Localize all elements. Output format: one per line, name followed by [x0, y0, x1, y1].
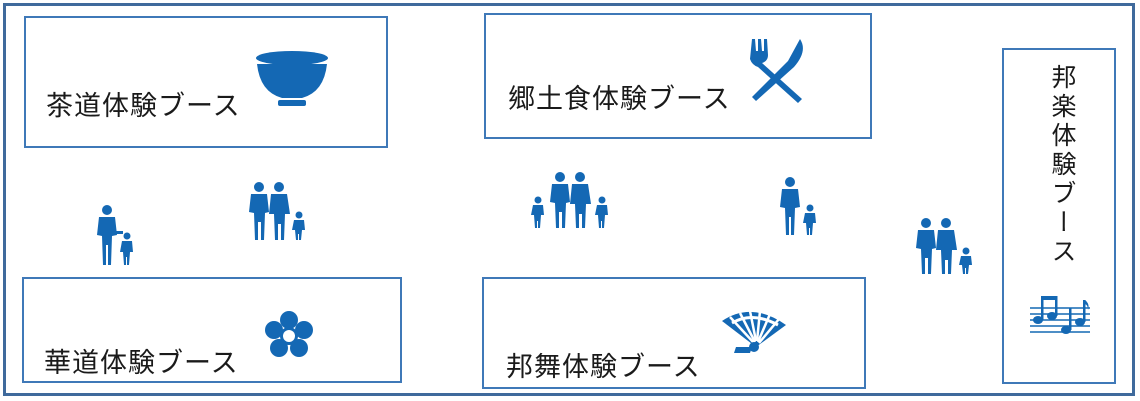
adult-child-icon [776, 177, 820, 235]
folding-fan-icon [716, 307, 788, 355]
music-notes-icon [1030, 294, 1090, 336]
family-icon [914, 218, 976, 274]
booth-flower-arrangement-label: 華道体験ブース [44, 348, 239, 379]
booth-local-food: 郷土食体験ブース [484, 13, 872, 139]
booth-local-food-label: 郷土食体験ブース [508, 84, 731, 115]
bowl-icon [254, 46, 330, 108]
booth-japanese-music: 邦楽体験ブース [1002, 48, 1116, 384]
booth-japanese-music-label: 邦楽体験ブース [1048, 64, 1077, 267]
adult-child-icon [93, 205, 137, 265]
booth-tea-ceremony: 茶道体験ブース [24, 16, 388, 148]
family-icon [530, 172, 612, 228]
flower-icon [264, 311, 314, 361]
booth-japanese-dance: 邦舞体験ブース [482, 277, 866, 389]
family-icon [247, 182, 309, 240]
fork-knife-icon [744, 37, 808, 103]
booth-flower-arrangement: 華道体験ブース [22, 277, 402, 383]
booth-japanese-dance-label: 邦舞体験ブース [506, 352, 701, 383]
venue-floor-frame [3, 3, 1135, 396]
booth-tea-ceremony-label: 茶道体験ブース [46, 91, 241, 122]
